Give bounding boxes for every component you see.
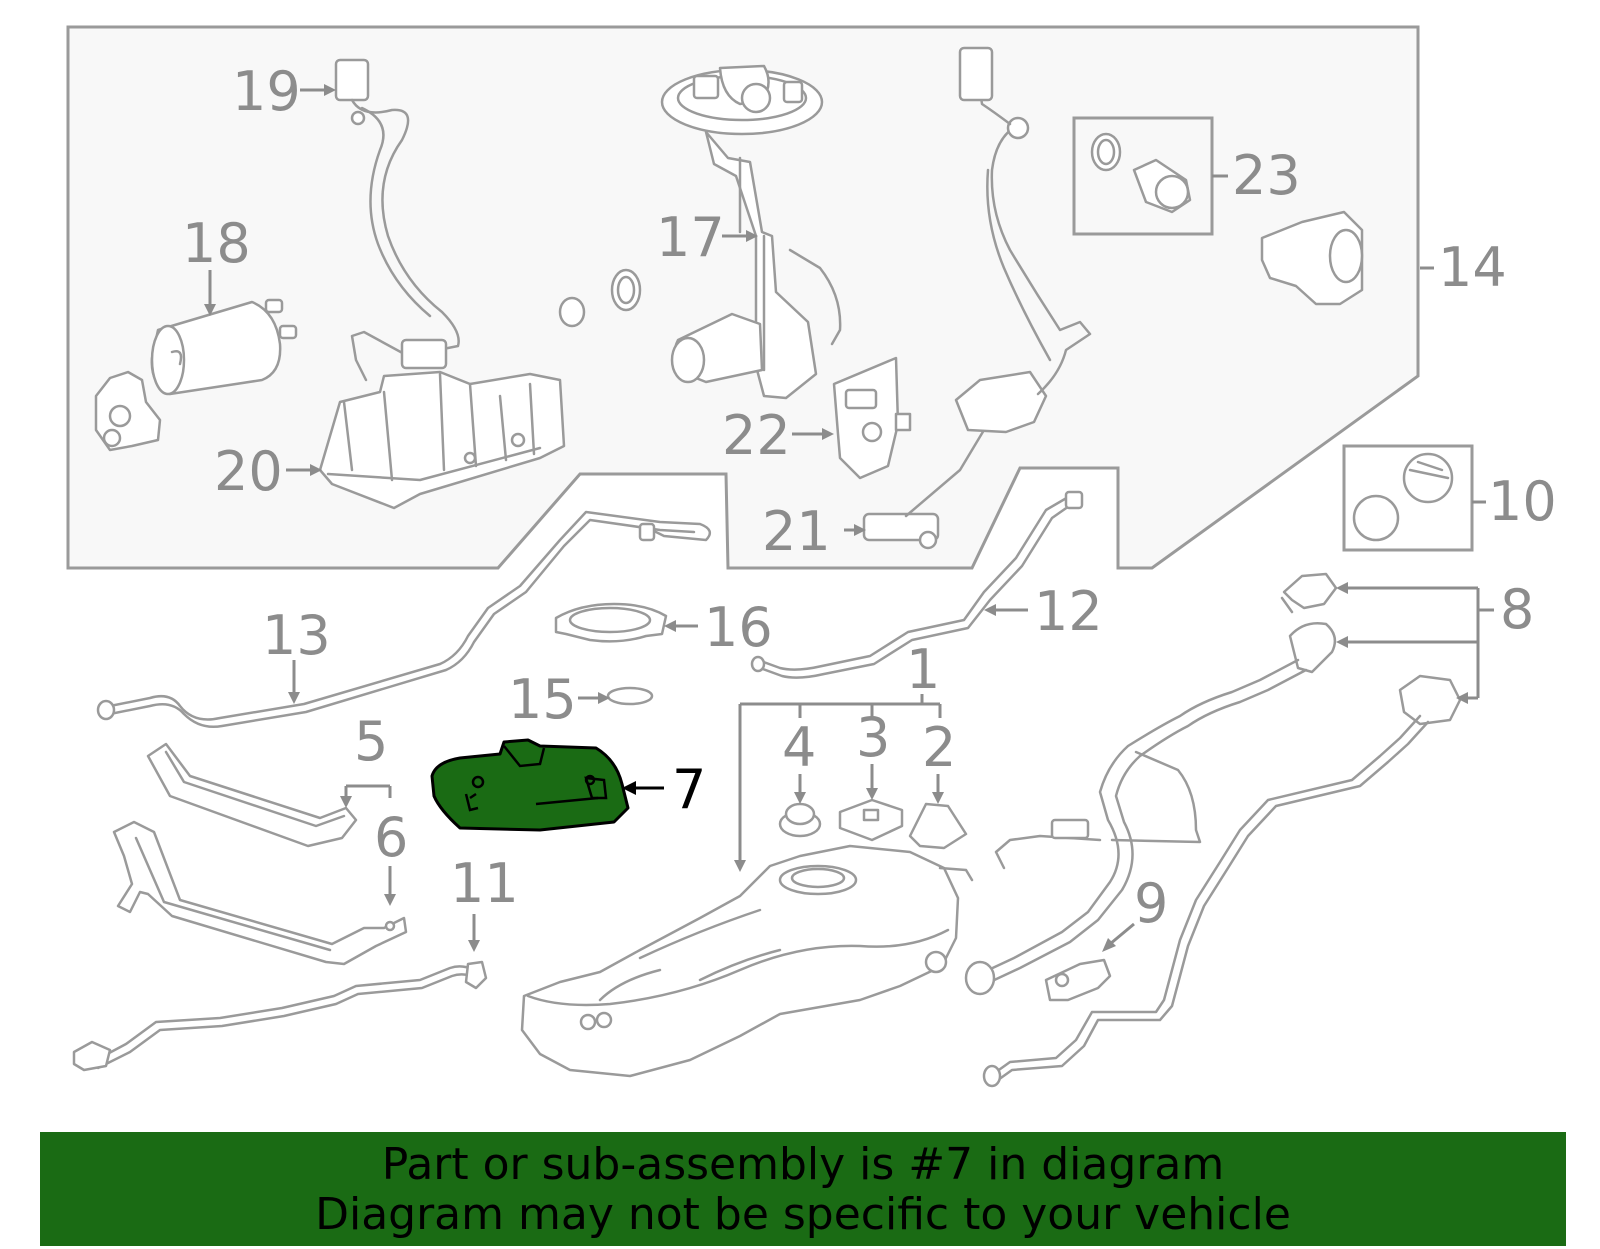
- part-15-oring: [606, 686, 654, 706]
- part-9-sensor: [1044, 958, 1112, 1002]
- part-19-harness: [334, 58, 460, 382]
- part-11-line: [72, 960, 488, 1072]
- banner-line-2: Diagram may not be specific to your vehi…: [315, 1189, 1291, 1240]
- part-1-fuel-tank: [520, 844, 974, 1078]
- label-21: 21: [762, 500, 831, 563]
- label-17: 17: [656, 206, 725, 269]
- label-12: 12: [1034, 580, 1103, 643]
- part-21-sensor: [862, 46, 1092, 550]
- banner-line-1: Part or sub-assembly is #7 in diagram: [381, 1139, 1225, 1190]
- label-13: 13: [262, 604, 331, 667]
- part-4-grommet: [778, 802, 822, 838]
- part-5-strap: [146, 742, 358, 848]
- label-23: 23: [1232, 144, 1301, 207]
- label-22: 22: [722, 404, 791, 467]
- orings-center: [558, 268, 642, 328]
- part-6-strap: [112, 820, 408, 966]
- part-13-line: [96, 510, 712, 728]
- info-banner: Part or sub-assembly is #7 in diagram Di…: [40, 1132, 1566, 1246]
- part-14-valve: [1260, 210, 1364, 306]
- label-2: 2: [922, 716, 956, 779]
- part-18-filter: [94, 298, 298, 452]
- label-5: 5: [354, 710, 388, 773]
- label-19: 19: [232, 60, 301, 123]
- part-3-block: [838, 798, 904, 842]
- label-7: 7: [672, 758, 706, 821]
- label-10: 10: [1488, 470, 1557, 533]
- label-14: 14: [1438, 236, 1507, 299]
- label-20: 20: [214, 440, 283, 503]
- part-7-highlighted: [430, 738, 630, 832]
- part-10-cap: [1342, 444, 1474, 552]
- part-16-ring: [554, 602, 668, 643]
- part-2-mount: [908, 802, 968, 850]
- label-15: 15: [508, 668, 577, 731]
- label-1: 1: [906, 638, 940, 701]
- label-3: 3: [856, 706, 890, 769]
- part-17-pump-module: [660, 64, 842, 400]
- label-6: 6: [374, 806, 408, 869]
- part-8-filler: [964, 572, 1462, 1088]
- label-11: 11: [450, 852, 519, 915]
- label-18: 18: [182, 212, 251, 275]
- leader-lines: [204, 84, 1494, 952]
- label-16: 16: [704, 596, 773, 659]
- label-4: 4: [782, 716, 816, 779]
- label-9: 9: [1134, 872, 1168, 935]
- part-20-bracket: [318, 370, 566, 510]
- part-22-module: [832, 356, 912, 480]
- part-7-shape: [430, 738, 630, 832]
- part-12-line: [750, 490, 1084, 679]
- label-8: 8: [1500, 578, 1534, 641]
- part-23-kit: [1072, 116, 1214, 236]
